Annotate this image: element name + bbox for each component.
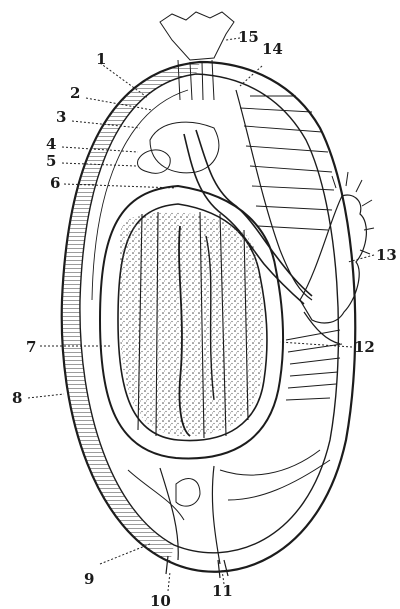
label-1: 1 bbox=[96, 50, 106, 68]
label-2: 2 bbox=[70, 84, 80, 102]
label-14: 14 bbox=[262, 40, 283, 58]
label-11: 11 bbox=[212, 582, 233, 600]
label-10: 10 bbox=[150, 592, 171, 609]
label-5: 5 bbox=[46, 152, 56, 170]
lateral-appendage bbox=[300, 172, 374, 344]
label-15: 15 bbox=[238, 28, 259, 46]
label-3: 3 bbox=[56, 108, 66, 126]
label-9: 9 bbox=[84, 570, 94, 588]
label-12: 12 bbox=[354, 338, 375, 356]
central-gland bbox=[120, 212, 264, 438]
label-4: 4 bbox=[46, 135, 56, 153]
label-7: 7 bbox=[26, 338, 36, 356]
label-8: 8 bbox=[12, 389, 22, 407]
label-13: 13 bbox=[376, 246, 397, 264]
oral-crown bbox=[160, 12, 234, 100]
right-fibres bbox=[286, 330, 342, 400]
label-6: 6 bbox=[50, 174, 60, 192]
lower-organs bbox=[128, 450, 330, 578]
